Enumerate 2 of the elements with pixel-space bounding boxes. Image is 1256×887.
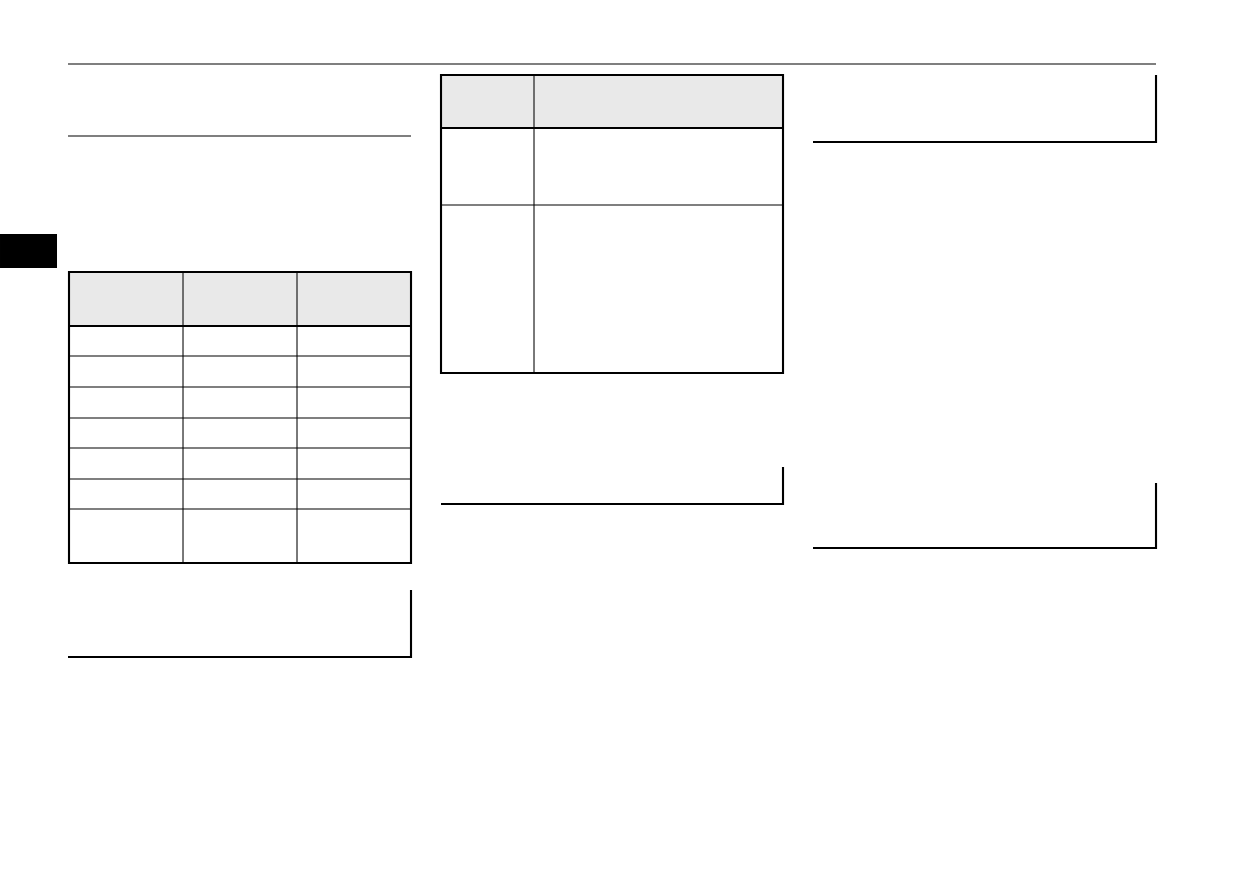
table xyxy=(439,73,785,375)
table xyxy=(67,270,413,565)
